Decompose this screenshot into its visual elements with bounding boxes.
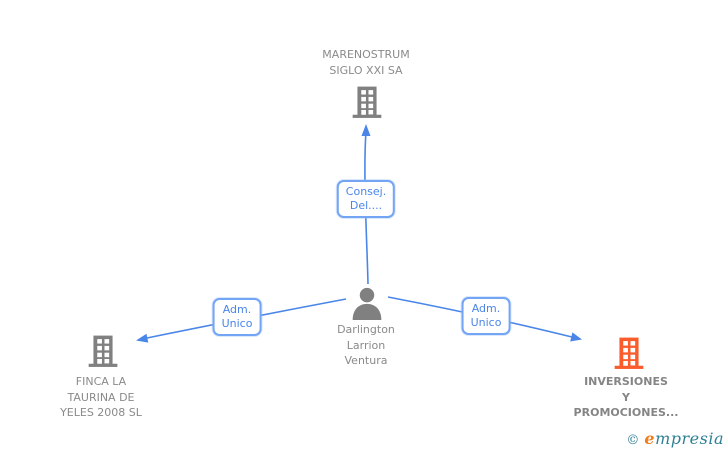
company-right-label[interactable]: INVERSIONES Y PROMOCIONES... (574, 374, 679, 421)
edge-label-line2: Unico (221, 317, 253, 330)
empresia-wordmark: empresia (644, 429, 724, 448)
edge-label-line2: Unico (470, 316, 502, 329)
company-right-label-line1: INVERSIONES (584, 375, 668, 388)
person-label-line2: Larrion (346, 338, 386, 352)
company-top-label-line1: MARENOSTRUM (322, 48, 410, 61)
company-left-label-line2: TAURINA DE (67, 390, 135, 404)
edge-label-adm-unico-left[interactable]: Adm. Unico (212, 298, 262, 336)
user-silhouette-icon (352, 287, 382, 320)
edge-label-adm-unico-right[interactable]: Adm. Unico (461, 297, 511, 335)
company-left-label[interactable]: FINCA LA TAURINA DE YELES 2008 SL (60, 374, 142, 421)
edge-left-arrowhead-icon (136, 333, 149, 343)
building-icon (88, 335, 118, 367)
logo-first-letter: e (644, 429, 656, 448)
edge-label-line1: Adm. (471, 302, 501, 315)
company-left-label-line1: FINCA LA (75, 375, 127, 388)
company-left-building-icon[interactable] (86, 334, 120, 368)
building-icon (614, 337, 644, 369)
person-label-line3: Ventura (344, 354, 388, 367)
building-icon (352, 86, 382, 118)
empresia-logo[interactable]: © empresia (626, 429, 724, 448)
edge-label-line2: Del.... (349, 199, 383, 212)
company-right-building-icon[interactable] (612, 336, 646, 370)
company-top-label[interactable]: MARENOSTRUM SIGLO XXI SA (322, 47, 409, 78)
company-top-label-line2: SIGLO XXI SA (329, 63, 403, 77)
person-label[interactable]: Darlington Larrion Ventura (337, 322, 395, 369)
logo-rest: mpresia (655, 429, 724, 448)
company-top-building-icon[interactable] (350, 85, 384, 119)
edge-right-arrowhead-icon (570, 332, 582, 342)
copyright-icon: © (626, 433, 640, 448)
person-label-line1: Darlington (337, 323, 395, 336)
edge-top-arrowhead-icon (361, 124, 371, 136)
company-left-label-line3: YELES 2008 SL (60, 406, 142, 419)
company-right-label-line2: Y (622, 390, 630, 404)
company-right-label-line3: PROMOCIONES... (573, 406, 679, 419)
edge-label-consejero-delegado[interactable]: Consej. Del.... (336, 180, 396, 218)
person-icon[interactable] (350, 286, 384, 320)
edge-label-line1: Adm. (222, 303, 252, 316)
edge-label-line1: Consej. (345, 185, 387, 198)
